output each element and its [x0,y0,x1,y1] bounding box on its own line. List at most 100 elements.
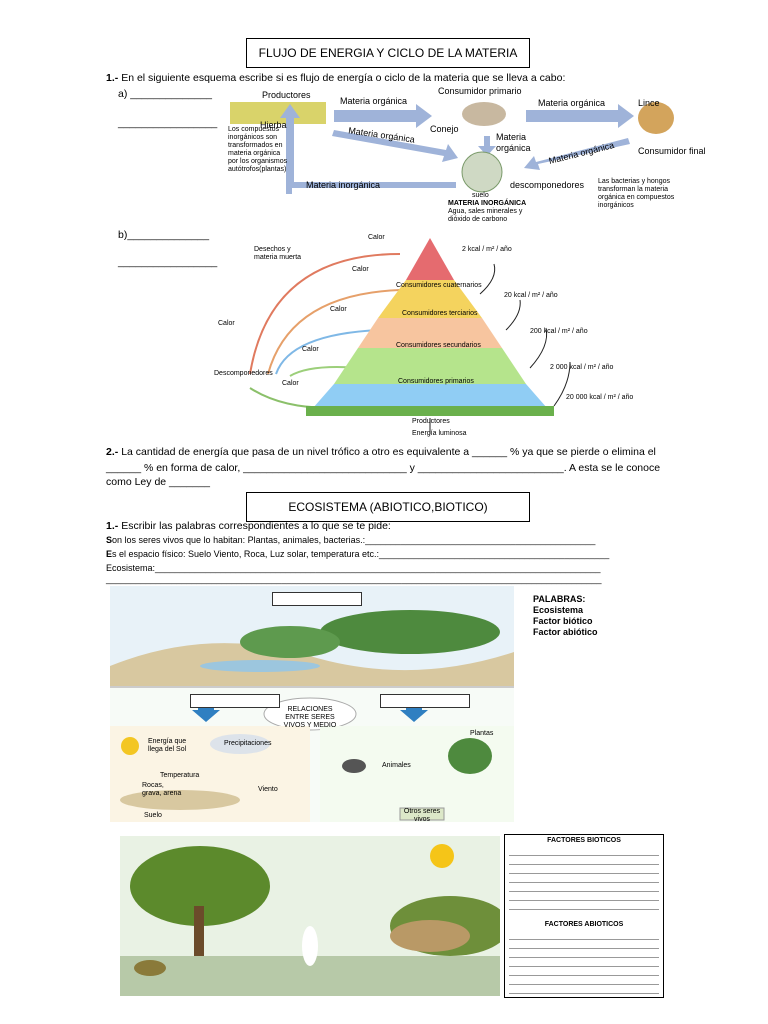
ocelot-icon [390,920,470,952]
landscape-trees [320,610,500,654]
landscape-trees-2 [240,626,340,658]
label-calor-6: Calor [282,380,299,387]
curve-arrow-2 [267,289,401,375]
label-plantas: Plantas [470,730,494,737]
question-number: 2.- [106,446,119,458]
arrow-plant-to-rabbit [334,104,432,128]
palabra-factor-abiotico: Factor abiótico [533,627,598,637]
label-energia-2000: 2 000 kcal / m² / año [550,364,614,371]
energy-arrow-4 [479,263,496,295]
divider [110,686,514,688]
label-nivel-secundarios: Consumidores secundarios [396,342,481,349]
question-2-line1: 2.- La cantidad de energía que pasa de u… [106,446,656,459]
label-calor-4: Calor [218,320,235,327]
arrow-rabbit-down [478,136,496,156]
label-viento: Viento [258,786,278,793]
label-materia-inorg-cap: MATERIA INORGÁNICA [448,200,527,207]
label-materia-organica-1: Materia orgánica [340,96,408,106]
answer-box-left[interactable] [190,694,280,708]
palabras-title: PALABRAS: [533,594,586,604]
label-energia-luminosa: Energía luminosa [412,430,467,437]
label-calor-2: Calor [352,266,369,273]
sun-icon-2 [430,844,454,868]
ecosystem-svg [110,586,514,822]
ecosystem-diagram: RELACIONES ENTRE SERES VIVOS Y MEDIO Ene… [110,586,514,822]
label-otros: Otros seres vivos [403,808,441,822]
question-2-line2: ______ % en forma de calor, ____________… [106,462,661,474]
line-espacio-fisico-text: s el espacio físico: Suelo Viento, Roca,… [112,549,610,559]
line-seres-vivos-initial: S [106,535,113,545]
label-suelo: suelo [472,192,489,199]
label-relaciones: RELACIONES ENTRE SERES VIVOS Y MEDIO [283,706,337,729]
landscape-water [200,660,320,672]
pyramid-level-2 [334,348,526,384]
label-materia-organica-2: Materia orgánica [496,132,531,153]
label-conejo: Conejo [430,124,459,134]
question-3-text: Escribir las palabras correspondientes a… [121,520,391,532]
other-beings-box [399,807,445,821]
energy-arrow-1 [553,361,571,407]
arrow-lynx-to-decomposers [524,138,630,170]
label-energia-2: 2 kcal / m² / año [462,246,512,253]
lynx-image [638,102,674,134]
energy-pyramid-diagram: Desechos y materia muerta Calor Calor Ca… [210,234,650,440]
wetland-image [120,836,500,996]
label-precipitaciones: Precipitaciones [224,740,272,747]
line-seres-vivos-text: on los seres vivos que lo habitan: Plant… [112,535,596,545]
answer-b-line: _________________ [118,256,218,268]
question-2-line3: como Ley de _______ [106,476,210,488]
label-productores: Productores [262,90,311,100]
table-header-bioticos: FACTORES BIOTICOS [547,837,621,844]
frog-icon [134,960,166,976]
label-energia-sol: Energía que llega del Sol [148,738,187,753]
tree-trunk [194,906,204,966]
lines-abioticos[interactable] [509,931,659,995]
lines-bioticos[interactable] [509,847,659,915]
section-title-flujo: FLUJO DE ENERGIA Y CICLO DE LA MATERIA [246,38,530,68]
note-right: Las bacterias y hongos transforman la ma… [598,178,675,209]
table-header-abioticos: FACTORES ABIOTICOS [544,921,624,928]
label-desechos: Desechos y materia muerta [254,246,302,261]
label-hierba: Hierba [260,120,287,130]
tree-icon [448,738,492,774]
grass-image [230,102,326,124]
label-energia-20: 20 kcal / m² / año [504,292,558,299]
label-materia-organica-3: Materia orgánica [538,98,606,108]
curve-arrow-1 [249,253,401,375]
answer-box-top[interactable] [272,592,362,606]
label-animales: Animales [382,762,411,769]
label-calor-1: Calor [368,234,385,241]
question-1: 1.- En el siguiente esquema escribe si e… [106,72,565,85]
matter-cycle-svg [230,102,674,194]
curve-arrow-3 [275,329,381,375]
question-text: En el siguiente esquema escribe si es fl… [121,72,566,84]
line-seres-vivos: Son los seres vivos que lo habitan: Plan… [106,535,595,546]
question-number: 1.- [106,72,119,84]
energy-arrow-2 [529,327,548,369]
energy-pyramid-svg [249,238,571,434]
arrow-inorganic-to-plant [280,104,456,194]
section-title-ecosistema: ECOSISTEMA (ABIOTICO,BIOTICO) [246,492,530,522]
line-espacio-fisico-initial: E [106,549,113,559]
pyramid-level-4 [378,280,482,318]
label-nivel-cuaternarios: Consumidores cuaternarios [396,282,482,289]
wetland-svg [120,836,500,996]
palabra-factor-biotico: Factor biótico [533,616,593,626]
label-rocas: Rocas, grava, arena [142,782,182,797]
palabra-ecosistema: Ecosistema [533,605,584,615]
matter-cycle-diagram: Productores Hierba Materia orgánica Cons… [226,84,712,224]
ground-rocks [120,790,240,810]
label-descomponedores: descomponedores [510,180,585,190]
label-energia-20000: 20 000 kcal / m² / año [566,394,634,401]
note-left: Los compuestos inorgánicos son transform… [228,126,288,173]
cloud-icon [210,734,270,754]
decomposers-image [461,151,503,193]
pyramid-level-5 [406,238,454,280]
label-descomponedores-2: Descomponedores [214,370,273,377]
label-consumidor-final: Consumidor final [638,146,706,156]
factors-table: FACTORES BIOTICOS FACTORES ABIOTICOS [504,834,664,998]
label-suelo-2: Suelo [144,812,162,819]
label-temperatura: Temperatura [160,772,200,779]
answer-box-right[interactable] [380,694,470,708]
answer-b-label: b)______________ [118,229,210,241]
